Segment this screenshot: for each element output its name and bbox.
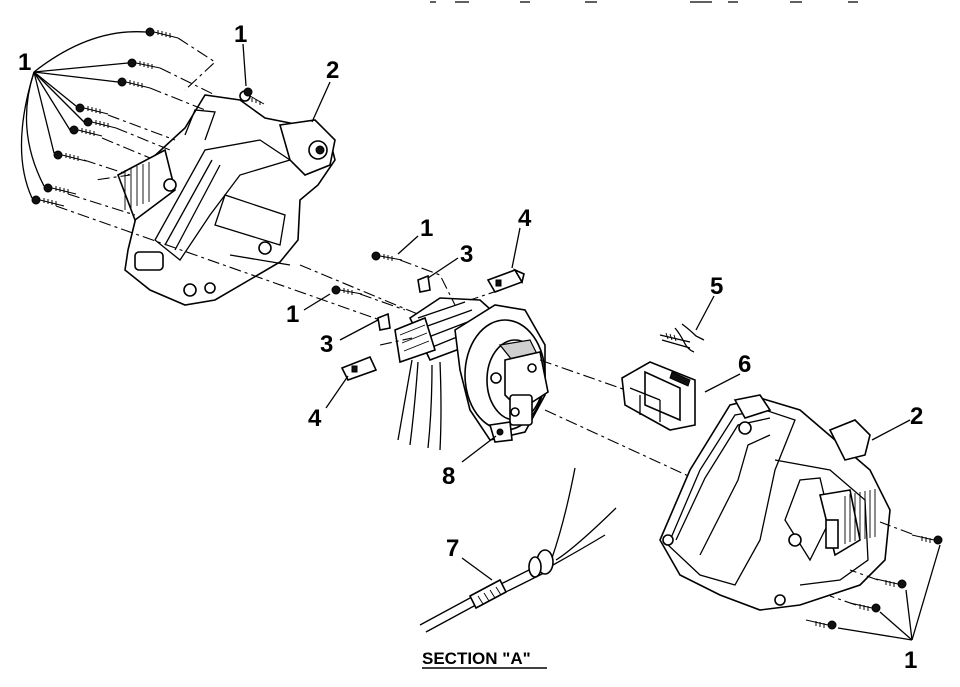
callout-bracket-lower: 3: [320, 331, 333, 358]
callout-bracket-upper: 3: [460, 241, 473, 268]
callout-switch: 6: [738, 351, 751, 378]
screw-icon: [117, 77, 151, 89]
left-housing: [117, 90, 336, 306]
spring: [659, 323, 705, 353]
callout-housing-left: 2: [326, 57, 339, 84]
callout-screw-center-upper: 1: [420, 215, 433, 242]
leaders-right: [829, 419, 941, 641]
bracket-lower: [377, 312, 391, 331]
right-housing: [659, 394, 891, 611]
screw-icon: [83, 117, 117, 129]
screw-icon: [243, 87, 265, 105]
screw-icon: [875, 578, 907, 589]
assembly-lines-left: [55, 37, 421, 321]
screws-right: [805, 534, 943, 630]
screw-icon: [31, 195, 65, 207]
power-cord: [419, 467, 617, 633]
screw-icon: [69, 125, 103, 137]
callout-labels: 1 1 2 1 3 4 1 3 4 5 6 7 8 2 1: [18, 21, 923, 674]
switch: [621, 361, 696, 431]
callout-spring: 5: [710, 273, 723, 300]
brush-upper: [486, 268, 525, 293]
screws-left: [31, 27, 265, 207]
screw-icon: [75, 103, 109, 115]
callout-screws-left: 1: [18, 49, 31, 76]
brush-lower: [340, 355, 378, 381]
screw-icon: [127, 58, 161, 69]
motor-assembly: [331, 251, 549, 451]
screw-icon: [849, 602, 881, 613]
callout-screw-top: 1: [234, 21, 247, 48]
callout-cord: 7: [446, 535, 459, 562]
leaders-left: [20, 31, 331, 199]
callout-screws-right: 1: [904, 647, 917, 674]
screw-icon: [911, 534, 943, 545]
screw-icon: [53, 150, 87, 162]
screw-icon: [145, 27, 179, 39]
screw-icon: [805, 619, 837, 630]
callout-brush-upper: 4: [518, 205, 532, 232]
callout-brush-lower: 4: [308, 405, 322, 432]
screw-icon: [371, 251, 403, 261]
screw-icon: [43, 183, 77, 195]
assembly-lines-center: [359, 259, 861, 556]
callout-field-armature: 8: [442, 463, 455, 490]
bracket-upper: [417, 274, 431, 293]
screw-icon: [331, 285, 363, 295]
callout-screw-center-lower: 1: [286, 301, 299, 328]
leaders-right-mid: [695, 295, 741, 393]
callout-housing-right: 2: [910, 403, 923, 430]
leaders-center: [303, 227, 521, 463]
section-caption: SECTION "A": [422, 649, 531, 668]
